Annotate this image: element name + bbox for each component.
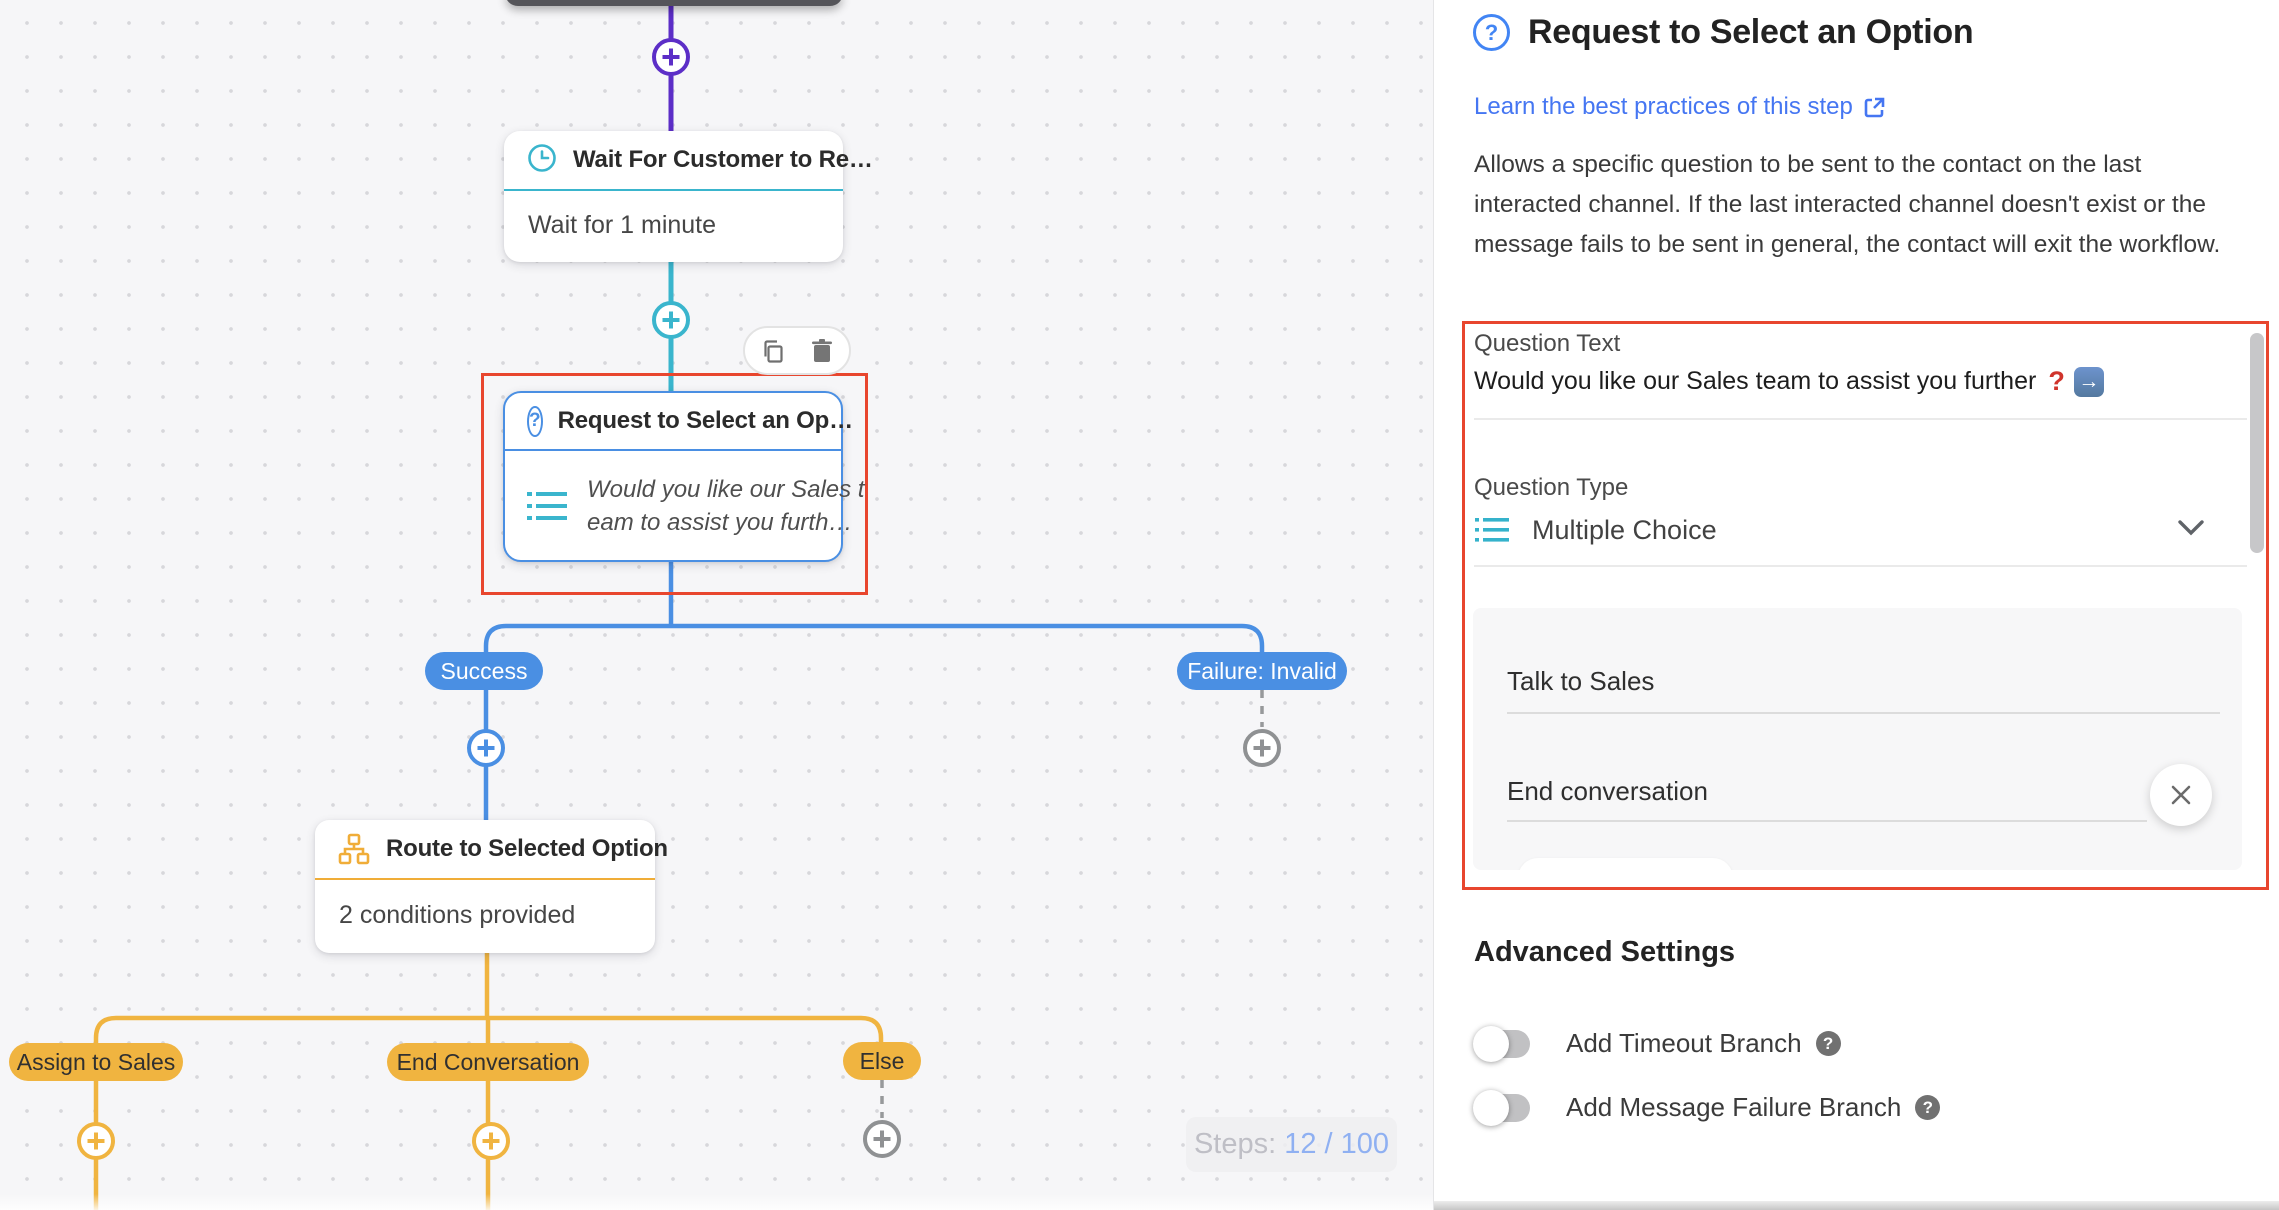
node-wait-for-customer[interactable]: Wait For Customer to Re… Wait for 1 minu… (504, 131, 873, 262)
node-request-select-option[interactable]: ? Request to Select an Op… Would you lik… (503, 391, 864, 562)
panel-bottom-edge (1434, 1201, 2279, 1210)
node-divider (505, 449, 841, 451)
question-text-field[interactable]: Would you like our Sales team to assist … (1474, 366, 2104, 397)
close-icon (2168, 782, 2194, 808)
question-circle-icon: ? (527, 405, 543, 437)
red-question-emoji: ? (2048, 366, 2065, 396)
help-icon[interactable]: ? (1815, 1031, 1841, 1056)
node-divider (315, 878, 655, 880)
question-text-label: Question Text (1474, 330, 1621, 357)
external-link-icon (1863, 96, 1886, 119)
step-settings-panel: ? Request to Select an Option Learn the … (1433, 0, 2279, 1210)
divider (1474, 565, 2247, 567)
multiple-choice-list-icon (525, 486, 569, 526)
selected-node-highlight (481, 373, 868, 595)
add-step-button[interactable] (77, 1122, 115, 1160)
node-body-text: 2 conditions provided (339, 901, 576, 929)
link-label: Learn the best practices of this step (1474, 93, 1853, 120)
node-title: Request to Select an Op… (557, 407, 853, 434)
add-step-button[interactable] (652, 38, 690, 76)
clipped-node-bottom-edge (505, 0, 843, 6)
question-type-label: Question Type (1474, 474, 1629, 501)
toggle-label: Add Message Failure Branch (1566, 1092, 1902, 1122)
best-practices-link[interactable]: Learn the best practices of this step (1474, 93, 1886, 121)
node-title: Route to Selected Option (386, 835, 668, 862)
help-icon[interactable]: ? (1915, 1095, 1941, 1120)
divider (1474, 418, 2247, 420)
input-underline (1507, 820, 2147, 822)
question-type-select[interactable]: Multiple Choice (1474, 508, 2264, 552)
canvas-bottom-fade (0, 1194, 1433, 1210)
arrow-right-emoji: → (2073, 366, 2104, 397)
option-input[interactable] (1507, 776, 2127, 807)
copy-icon[interactable] (760, 338, 786, 364)
org-chart-icon (337, 832, 371, 866)
toggle-knob (1473, 1089, 1509, 1126)
input-underline (1507, 712, 2220, 714)
chevron-down-icon[interactable] (2176, 518, 2206, 538)
timeout-branch-row: Add Timeout Branch ? (1473, 1025, 1841, 1062)
branch-else[interactable]: Else (843, 1042, 921, 1080)
panel-scrollbar[interactable] (2250, 333, 2264, 553)
node-toolbar (743, 326, 851, 375)
add-step-button[interactable] (472, 1122, 510, 1160)
panel-header: ? Request to Select an Option (1473, 13, 1974, 52)
steps-counter: Steps: 12 / 100 (1186, 1117, 1397, 1172)
node-body-text: Would you like our Sales t eam to assist… (587, 475, 865, 536)
steps-value: 12 / 100 (1284, 1128, 1390, 1160)
advanced-settings-heading: Advanced Settings (1474, 936, 1736, 968)
branch-failure-invalid[interactable]: Failure: Invalid (1177, 652, 1347, 690)
partially-scrolled-button (1518, 858, 1733, 870)
node-route-selected-option[interactable]: Route to Selected Option 2 conditions pr… (315, 820, 668, 953)
branch-success[interactable]: Success (425, 652, 543, 690)
remove-option-button[interactable] (2150, 764, 2212, 826)
steps-label: Steps: (1193, 1128, 1277, 1160)
message-failure-branch-row: Add Message Failure Branch ? (1473, 1089, 1941, 1126)
node-body-text: Wait for 1 minute (528, 211, 717, 239)
node-title: Wait For Customer to Re… (573, 146, 873, 173)
add-step-button[interactable] (652, 301, 690, 339)
page-title: Request to Select an Option (1528, 13, 1974, 51)
toggle-label: Add Timeout Branch (1566, 1028, 1802, 1058)
options-list (1473, 608, 2242, 870)
add-message-failure-branch-toggle[interactable] (1473, 1089, 1530, 1126)
step-description: Allows a specific question to be sent to… (1474, 151, 2221, 258)
add-step-button[interactable] (863, 1120, 901, 1158)
node-divider (504, 189, 843, 191)
question-circle-icon: ? (1473, 14, 1510, 51)
branch-end-conversation[interactable]: End Conversation (387, 1043, 589, 1081)
question-text-value: Would you like our Sales team to assist … (1474, 367, 2037, 395)
workflow-canvas[interactable]: Wait For Customer to Re… Wait for 1 minu… (0, 0, 1433, 1210)
trash-icon[interactable] (810, 338, 834, 364)
question-type-value: Multiple Choice (1532, 514, 1717, 545)
add-step-button[interactable] (1243, 729, 1281, 767)
clock-icon (526, 142, 558, 179)
toggle-knob (1473, 1025, 1509, 1062)
multiple-choice-list-icon (1474, 514, 1510, 546)
branch-assign-to-sales[interactable]: Assign to Sales (9, 1043, 183, 1081)
option-input[interactable] (1507, 666, 2127, 697)
add-step-button[interactable] (467, 729, 505, 767)
add-timeout-branch-toggle[interactable] (1473, 1025, 1530, 1062)
